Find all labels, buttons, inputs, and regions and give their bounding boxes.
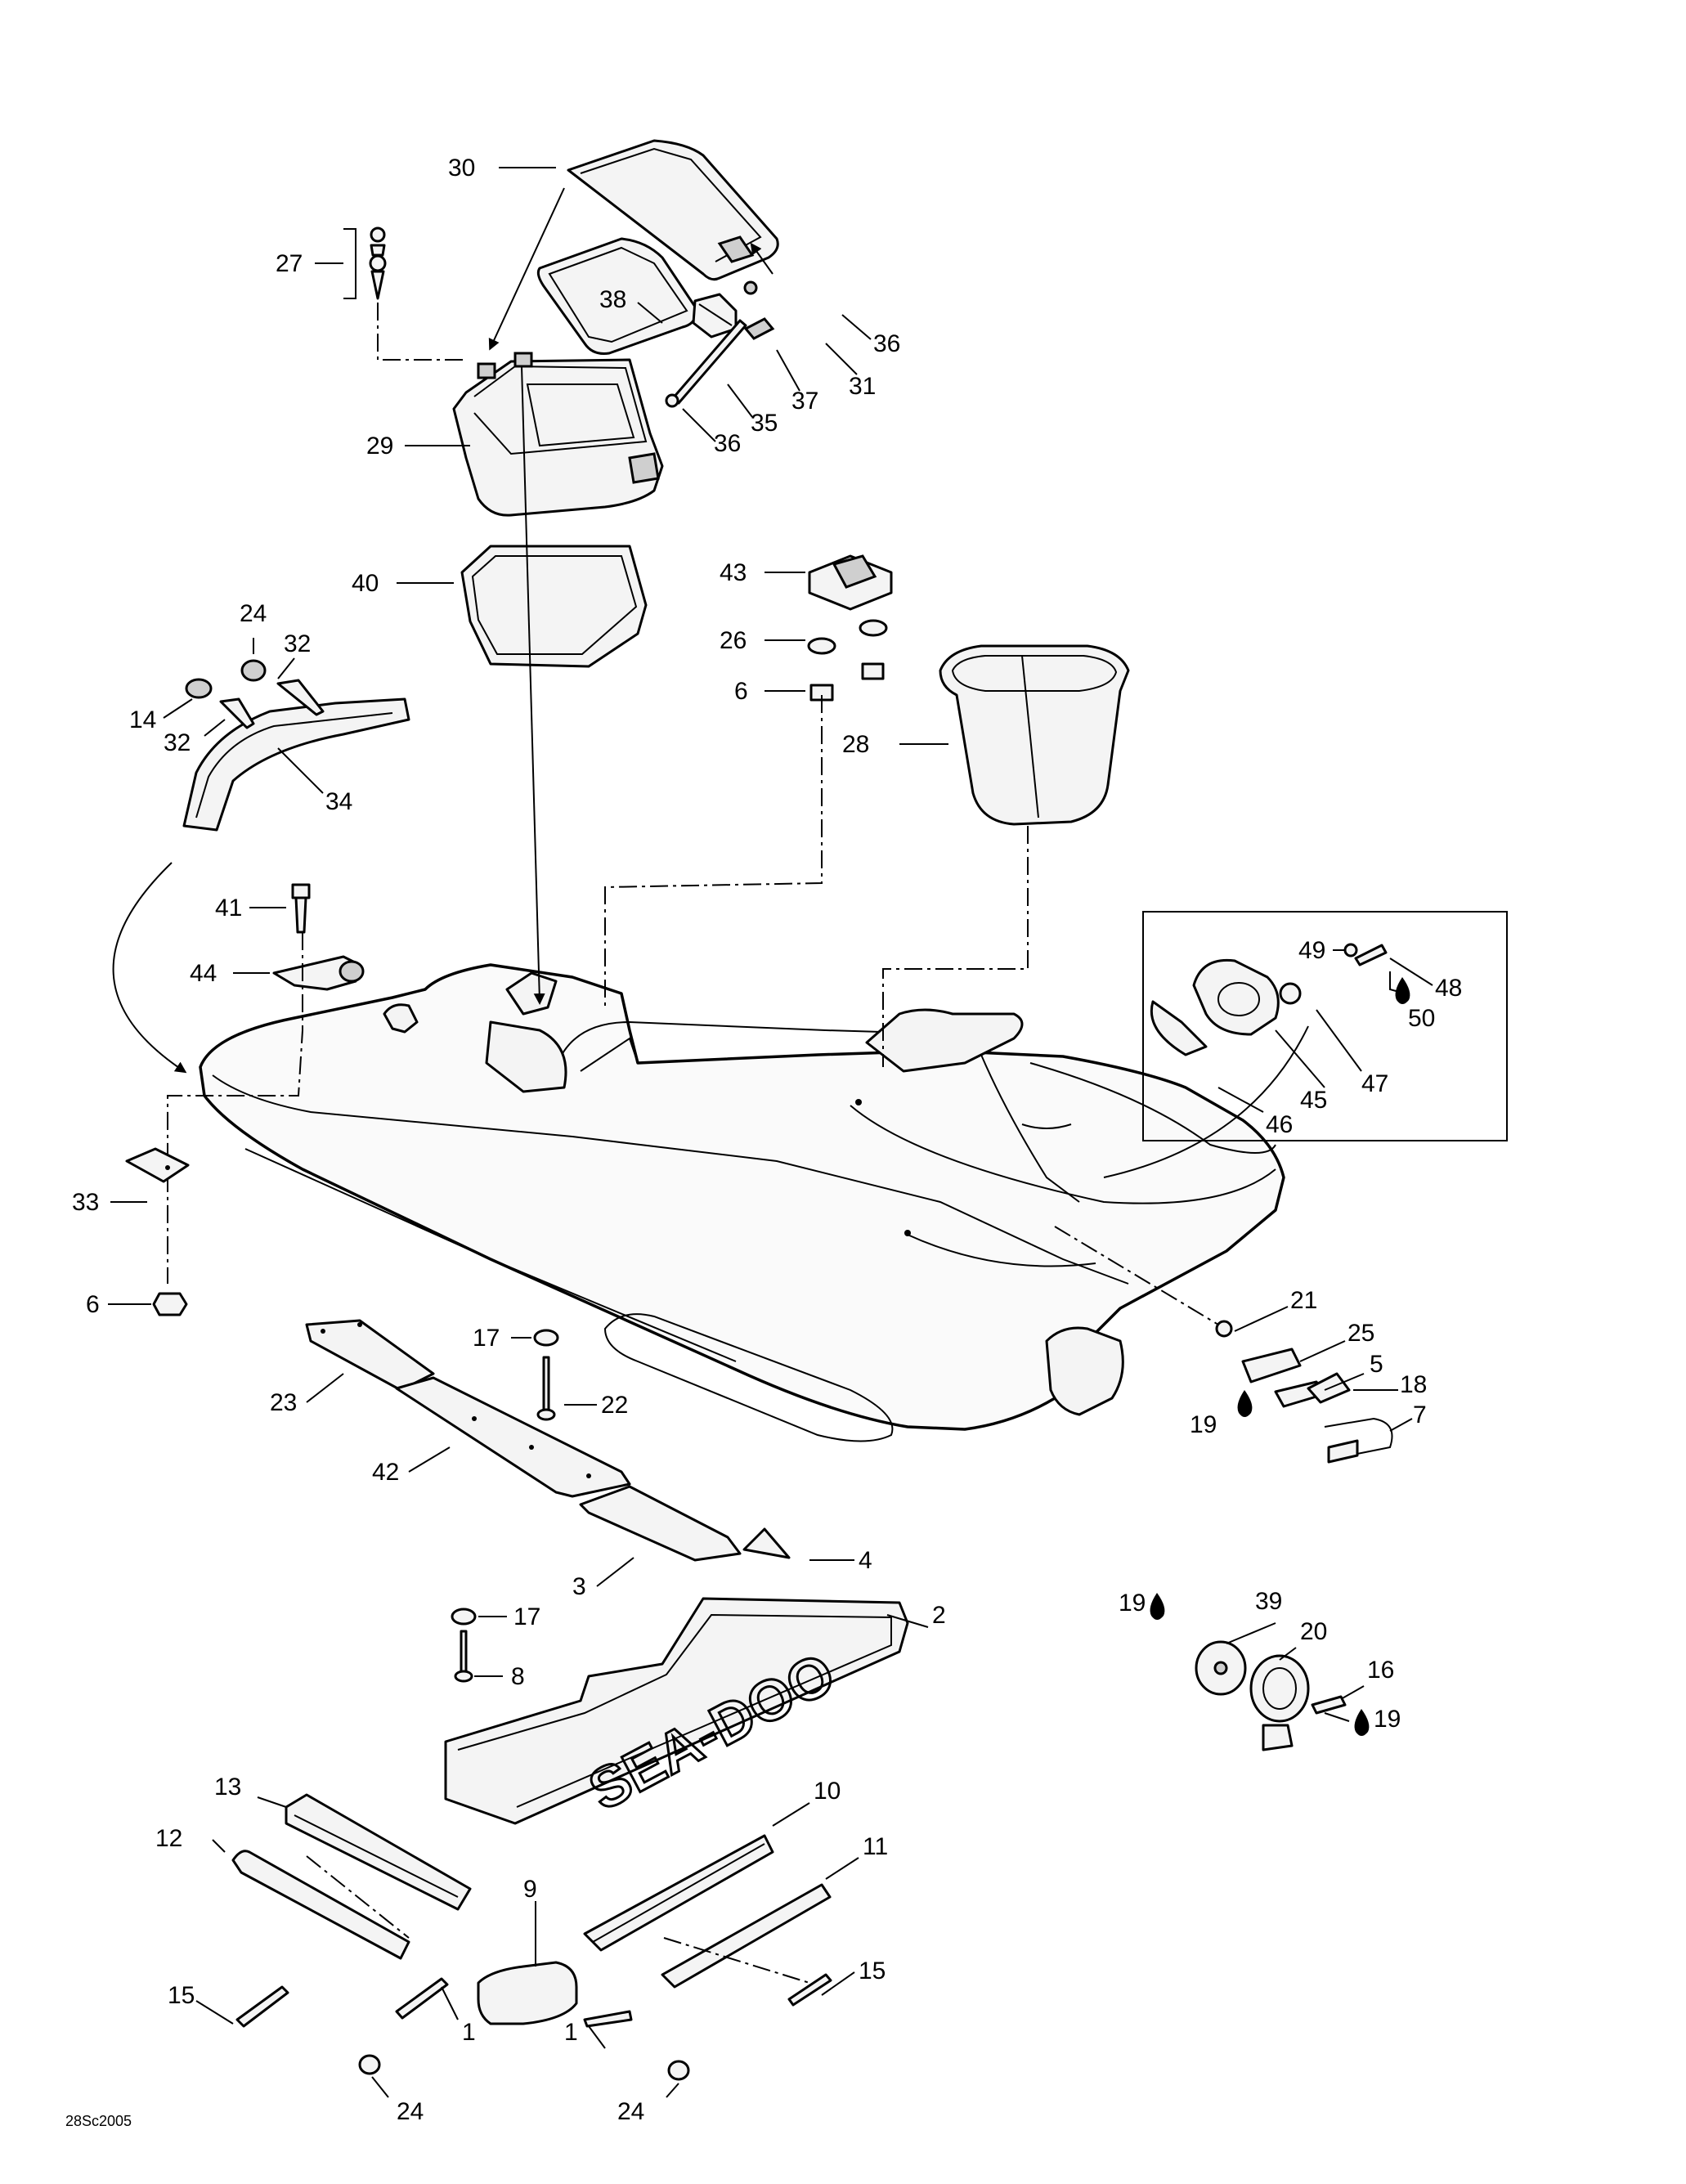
- callout-41: 41: [215, 895, 242, 922]
- sponson-10: [583, 1834, 774, 1952]
- callout-45: 45: [1300, 1087, 1327, 1114]
- callout-4: 4: [859, 1547, 872, 1574]
- callout-24c: 24: [617, 2098, 644, 2125]
- callout-28: 28: [842, 731, 869, 758]
- callout-46: 46: [1266, 1111, 1293, 1138]
- callout-22: 22: [601, 1392, 628, 1419]
- callout-32b: 32: [164, 729, 191, 756]
- panel-3: [579, 1485, 742, 1562]
- panel-23: [305, 1319, 435, 1392]
- callout-3: 3: [572, 1573, 586, 1600]
- end-cap-9: [477, 1961, 578, 2025]
- callout-49: 49: [1298, 937, 1325, 964]
- callout-36b: 36: [714, 430, 741, 457]
- bin-gasket: [460, 545, 648, 668]
- callout-15b: 15: [859, 1958, 886, 1984]
- fasteners-lower: [235, 1973, 832, 2081]
- callout-labels: 30 27 38 36 37 31 35 36 29 40 43 26 6 28…: [72, 155, 1462, 2125]
- callout-26: 26: [720, 627, 747, 654]
- drain-plug: [1195, 1640, 1347, 1751]
- rivet-22: [454, 1356, 556, 1683]
- callout-20: 20: [1300, 1618, 1327, 1645]
- latch: [665, 280, 775, 408]
- callout-25: 25: [1347, 1320, 1374, 1347]
- storage-bin: [452, 352, 664, 517]
- callout-39: 39: [1255, 1588, 1282, 1615]
- callout-35: 35: [751, 410, 778, 437]
- callout-42: 42: [372, 1459, 399, 1486]
- cover-gasket: [536, 237, 697, 355]
- sponson-11: [661, 1883, 832, 1989]
- callout-5: 5: [1370, 1351, 1383, 1378]
- inset-box: [1142, 911, 1508, 1141]
- callout-17a: 17: [473, 1325, 500, 1352]
- plate-33: [125, 1147, 190, 1183]
- callout-16: 16: [1367, 1657, 1394, 1684]
- callout-1b: 1: [564, 2019, 578, 2046]
- callout-43: 43: [720, 559, 747, 586]
- bracket-assembly: [807, 554, 893, 702]
- callout-32a: 32: [284, 630, 311, 657]
- callout-24a: 24: [240, 600, 267, 627]
- callout-36a: 36: [873, 330, 900, 357]
- drawing-code: 28Sc2005: [65, 2113, 132, 2129]
- callout-24b: 24: [397, 2098, 424, 2125]
- callout-11: 11: [863, 1833, 888, 1860]
- sealant-drop-icon: [1150, 977, 1410, 1736]
- callout-47: 47: [1361, 1070, 1388, 1097]
- bracket-44: [272, 955, 365, 991]
- bolt-41: [291, 883, 311, 934]
- sponson-13: [285, 1793, 472, 1911]
- callout-23: 23: [270, 1389, 297, 1416]
- leader-lines: [108, 167, 1433, 2098]
- callout-31: 31: [849, 373, 876, 400]
- cap-17: [451, 1329, 559, 1626]
- callout-33: 33: [72, 1189, 99, 1216]
- callout-48: 48: [1435, 975, 1462, 1002]
- callout-12: 12: [155, 1825, 182, 1852]
- callout-19a: 19: [1190, 1411, 1217, 1438]
- callout-13: 13: [214, 1774, 241, 1801]
- callout-14: 14: [129, 706, 156, 733]
- hull: [199, 963, 1285, 1442]
- sponson-12: [231, 1850, 410, 1960]
- nut-6-left: [152, 1292, 188, 1316]
- callout-7: 7: [1413, 1401, 1427, 1428]
- callout-10: 10: [814, 1778, 841, 1805]
- callout-34: 34: [325, 788, 352, 815]
- fastener-stack: [369, 226, 387, 300]
- callout-19b: 19: [1119, 1590, 1146, 1617]
- callout-29: 29: [366, 433, 393, 460]
- callout-15a: 15: [168, 1982, 195, 2009]
- grab-handle: [182, 659, 410, 832]
- callout-17b: 17: [513, 1603, 540, 1630]
- panel-42: [395, 1376, 631, 1498]
- callout-1a: 1: [462, 2019, 476, 2046]
- callout-30: 30: [448, 155, 475, 182]
- callout-8: 8: [511, 1663, 525, 1690]
- callout-2: 2: [932, 1602, 946, 1629]
- callout-9: 9: [523, 1876, 537, 1903]
- callout-38: 38: [599, 286, 626, 313]
- callout-6b: 6: [86, 1291, 100, 1318]
- callout-40: 40: [352, 570, 379, 597]
- tow-eye-hardware: [1215, 1320, 1393, 1464]
- callout-19c: 19: [1374, 1706, 1401, 1733]
- callout-37: 37: [791, 388, 818, 415]
- callout-21: 21: [1290, 1287, 1317, 1314]
- callout-18: 18: [1400, 1371, 1427, 1398]
- callout-27: 27: [276, 250, 303, 277]
- callout-6a: 6: [734, 678, 748, 705]
- storage-bucket: [939, 644, 1130, 826]
- callout-44: 44: [190, 960, 217, 987]
- wedge-4: [742, 1527, 791, 1559]
- callout-50: 50: [1408, 1005, 1435, 1032]
- routing-lines: [112, 187, 1309, 1984]
